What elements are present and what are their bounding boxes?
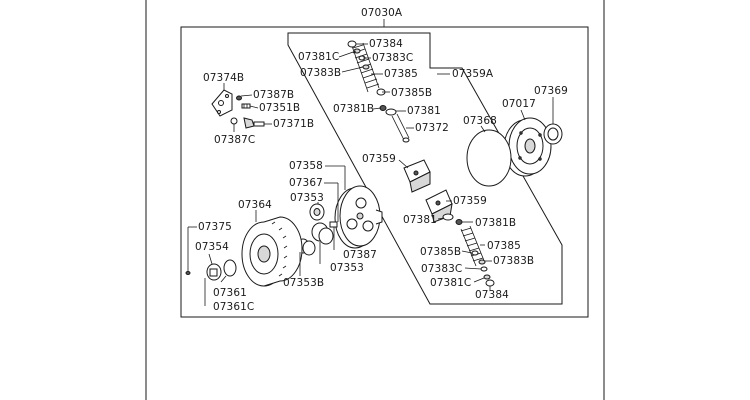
shaft-07372: [391, 113, 410, 143]
label-07385B-bottom: 07385B: [420, 246, 461, 258]
leader-07351B: [249, 105, 259, 109]
label-07374B: 07374B: [203, 72, 244, 84]
part-07381-bottom: [442, 213, 454, 221]
label-07359A: 07359A: [452, 68, 494, 80]
leader-07385B-bottom: [461, 250, 473, 254]
label-07353-upper: 07353: [290, 192, 324, 204]
label-07359-lower: 07359: [453, 195, 487, 207]
label-07385-bottom: 07385: [487, 240, 521, 252]
o-ring-07361: [223, 259, 237, 277]
label-07030A: 07030A: [361, 7, 403, 19]
label-07367: 07367: [289, 177, 323, 189]
leader-07381B-top: [372, 107, 382, 110]
gear-07367: [309, 203, 325, 221]
part-07381B-bottom: [455, 219, 463, 225]
part-07383B-bottom: [478, 259, 486, 265]
valve-block-07359-upper: [403, 159, 431, 193]
part-07381C-top: [353, 48, 361, 54]
label-07384-top: 07384: [369, 38, 403, 50]
pump-cover-07017: [503, 117, 552, 177]
oil-seal-07369: [543, 123, 563, 145]
part-07354: [206, 263, 222, 281]
label-07383C-bottom: 07383C: [421, 263, 462, 275]
label-07383B-bottom: 07383B: [493, 255, 534, 267]
label-07387B: 07387B: [253, 89, 294, 101]
part-07384-top: [347, 40, 357, 48]
label-07361C: 07361C: [213, 301, 254, 313]
leader-07354: [208, 253, 213, 265]
label-07353B: 07353B: [283, 277, 324, 289]
label-07358: 07358: [289, 160, 323, 172]
label-07387C: 07387C: [214, 134, 255, 146]
label-07381C-top: 07381C: [298, 51, 339, 63]
label-07381C-bottom: 07381C: [430, 277, 471, 289]
label-07385B-top: 07385B: [391, 87, 432, 99]
leader-07368: [480, 125, 486, 133]
leader-07383C-bottom: [464, 267, 482, 270]
label-07381B-top: 07381B: [333, 103, 374, 115]
label-07361: 07361: [213, 287, 247, 299]
label-07017: 07017: [502, 98, 536, 110]
pump-body-07364: [241, 216, 303, 287]
valve-block-07359-lower: [425, 189, 453, 223]
bracket-07374B: [211, 89, 233, 117]
label-07387: 07387: [343, 249, 377, 261]
part-07371B: [243, 117, 265, 129]
label-07381B-bottom: 07381B: [475, 217, 516, 229]
spring-07385-bottom: [460, 225, 486, 267]
label-07383B-top: 07383B: [300, 67, 341, 79]
pin-07387: [329, 221, 338, 228]
label-07385-top: 07385: [384, 68, 418, 80]
part-07383C-bottom: [480, 266, 488, 272]
leader-07383B-top: [341, 66, 364, 73]
label-07371B: 07371B: [273, 118, 314, 130]
label-07372: 07372: [415, 122, 449, 134]
label-07353-lower: 07353: [330, 262, 364, 274]
subassembly-07359A-outline: [287, 32, 563, 305]
leader-07361: [220, 275, 227, 283]
label-07364: 07364: [238, 199, 272, 211]
leader-07387B: [240, 94, 253, 97]
plate-07358: [334, 185, 383, 249]
bolt-07375: [185, 265, 191, 275]
part-07381-top: [385, 108, 397, 116]
part-07351B: [241, 103, 251, 109]
label-07351B: 07351B: [259, 102, 300, 114]
label-07381-top: 07381: [407, 105, 441, 117]
leader-07381-bottom: [437, 217, 445, 220]
part-07387B: [236, 95, 242, 101]
label-07368: 07368: [463, 115, 497, 127]
label-07375: 07375: [198, 221, 232, 233]
label-07383C-top: 07383C: [372, 52, 413, 64]
label-07359-upper: 07359: [362, 153, 396, 165]
part-07381C-bottom: [483, 274, 491, 280]
part-07385B-bottom: [471, 250, 479, 256]
leader-07359-upper: [398, 159, 409, 169]
label-07354: 07354: [195, 241, 229, 253]
part-07387C: [230, 117, 238, 125]
leader-07381C-top: [338, 50, 357, 58]
assembly-frame: [180, 26, 589, 318]
label-07369: 07369: [534, 85, 568, 97]
gear-07353-upper: [311, 222, 334, 245]
part-07383B-top: [362, 64, 370, 70]
label-07381-bottom: 07381: [403, 214, 437, 226]
gasket-07368: [466, 129, 512, 187]
part-07384-bottom: [485, 279, 495, 287]
label-07384-bottom: 07384: [475, 289, 509, 301]
leader-07017: [520, 109, 526, 121]
leader-07381C-bottom: [473, 277, 485, 283]
